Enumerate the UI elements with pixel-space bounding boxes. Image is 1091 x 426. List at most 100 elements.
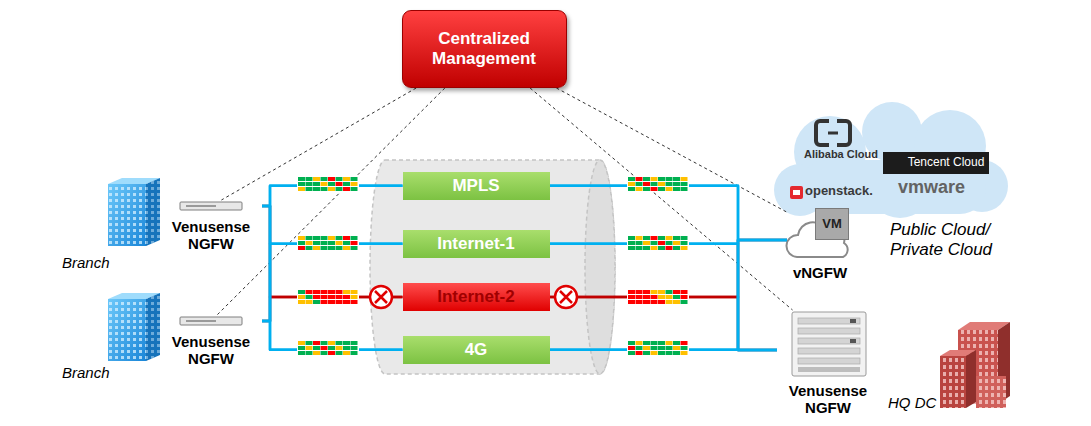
traffic-segment: [666, 236, 673, 240]
node-text: Internet-1: [437, 234, 514, 254]
traffic-segment: [651, 346, 658, 350]
traffic-segment: [336, 177, 343, 181]
traffic-segment: [673, 241, 680, 245]
traffic-segment: [351, 246, 358, 250]
traffic-segment: [321, 187, 328, 191]
traffic-segment: [681, 351, 688, 355]
traffic-segment: [628, 346, 635, 350]
traffic-segment: [313, 177, 320, 181]
openstack-logo: [793, 190, 800, 195]
traffic-segment: [336, 246, 343, 250]
traffic-segment: [336, 295, 343, 299]
node-text: Venusense NGFW: [782, 382, 874, 417]
hq-building: [940, 356, 966, 408]
traffic-segment: [666, 241, 673, 245]
failure-mark: [560, 291, 572, 303]
node-text: vNGFW: [793, 264, 847, 281]
traffic-segment: [628, 187, 635, 191]
wan-link: [550, 244, 778, 350]
traffic-segment: [351, 236, 358, 240]
traffic-segment: [328, 182, 335, 186]
traffic-segment: [343, 182, 350, 186]
traffic-segment: [343, 246, 350, 250]
traffic-segment: [343, 351, 350, 355]
traffic-segment: [351, 300, 358, 304]
hq-building: [976, 376, 1006, 408]
traffic-segment: [313, 300, 320, 304]
traffic-segment: [658, 346, 665, 350]
traffic-segment: [313, 187, 320, 191]
traffic-segment: [666, 295, 673, 299]
traffic-segment: [321, 182, 328, 186]
traffic-segment: [336, 187, 343, 191]
hq-building: [976, 376, 1006, 408]
node-text: Centralized Management: [409, 29, 559, 68]
traffic-segment: [628, 300, 635, 304]
traffic-segment: [343, 300, 350, 304]
alibaba-logo: [828, 132, 838, 135]
traffic-segment: [658, 241, 665, 245]
traffic-segment: [651, 236, 658, 240]
traffic-bar-ground: [627, 289, 689, 305]
traffic-segment: [673, 346, 680, 350]
traffic-segment: [643, 246, 650, 250]
tencent-logo: Tencent Cloud: [883, 152, 990, 174]
node-text: Venusense NGFW: [165, 218, 257, 253]
node-text: 4G: [465, 340, 488, 360]
traffic-segment: [336, 300, 343, 304]
traffic-segment: [306, 236, 313, 240]
traffic-segment: [298, 351, 305, 355]
traffic-segment: [643, 290, 650, 294]
traffic-segment: [658, 290, 665, 294]
branch-building: [108, 178, 160, 246]
traffic-segment: [336, 236, 343, 240]
link-band: 4G: [403, 336, 550, 364]
branch-building: [108, 184, 146, 246]
traffic-segment: [651, 300, 658, 304]
wan-link: [550, 240, 788, 297]
hq-building: [940, 322, 1010, 408]
traffic-segment: [666, 341, 673, 345]
traffic-segment: [636, 341, 643, 345]
traffic-segment: [298, 246, 305, 250]
traffic-segment: [351, 177, 358, 181]
traffic-segment: [306, 241, 313, 245]
traffic-segment: [306, 177, 313, 181]
traffic-segment: [636, 236, 643, 240]
label-slot: Branch: [62, 254, 110, 271]
traffic-segment: [321, 236, 328, 240]
traffic-segment: [628, 246, 635, 250]
traffic-segment: [328, 295, 335, 299]
traffic-segment: [321, 341, 328, 345]
traffic-segment: [313, 295, 320, 299]
branch-device-icon: [180, 202, 242, 210]
traffic-segment: [681, 300, 688, 304]
node-text: Internet-2: [437, 287, 514, 307]
traffic-segment: [298, 241, 305, 245]
traffic-segment: [636, 346, 643, 350]
traffic-segment: [298, 177, 305, 181]
label-slot: HQ DC: [888, 394, 936, 411]
wan-link: [262, 244, 403, 321]
traffic-segment: [336, 241, 343, 245]
alibaba-logo: [816, 121, 850, 145]
traffic-segment: [306, 187, 313, 191]
traffic-segment: [336, 182, 343, 186]
label-slot: Branch: [62, 364, 110, 381]
openstack-logo: [790, 186, 803, 199]
alibaba-logo: [816, 121, 829, 145]
traffic-segment: [628, 295, 635, 299]
traffic-segment: [313, 246, 320, 250]
link-band: Internet-1: [403, 230, 550, 258]
traffic-segment: [628, 182, 635, 186]
traffic-segment: [658, 182, 665, 186]
traffic-segment: [306, 300, 313, 304]
traffic-segment: [336, 341, 343, 345]
traffic-segment: [328, 290, 335, 294]
site-label: HQ DC: [888, 394, 936, 411]
traffic-segment: [681, 187, 688, 191]
traffic-segment: [321, 300, 328, 304]
traffic-segment: [636, 351, 643, 355]
label-slot: openstack.: [805, 184, 873, 199]
